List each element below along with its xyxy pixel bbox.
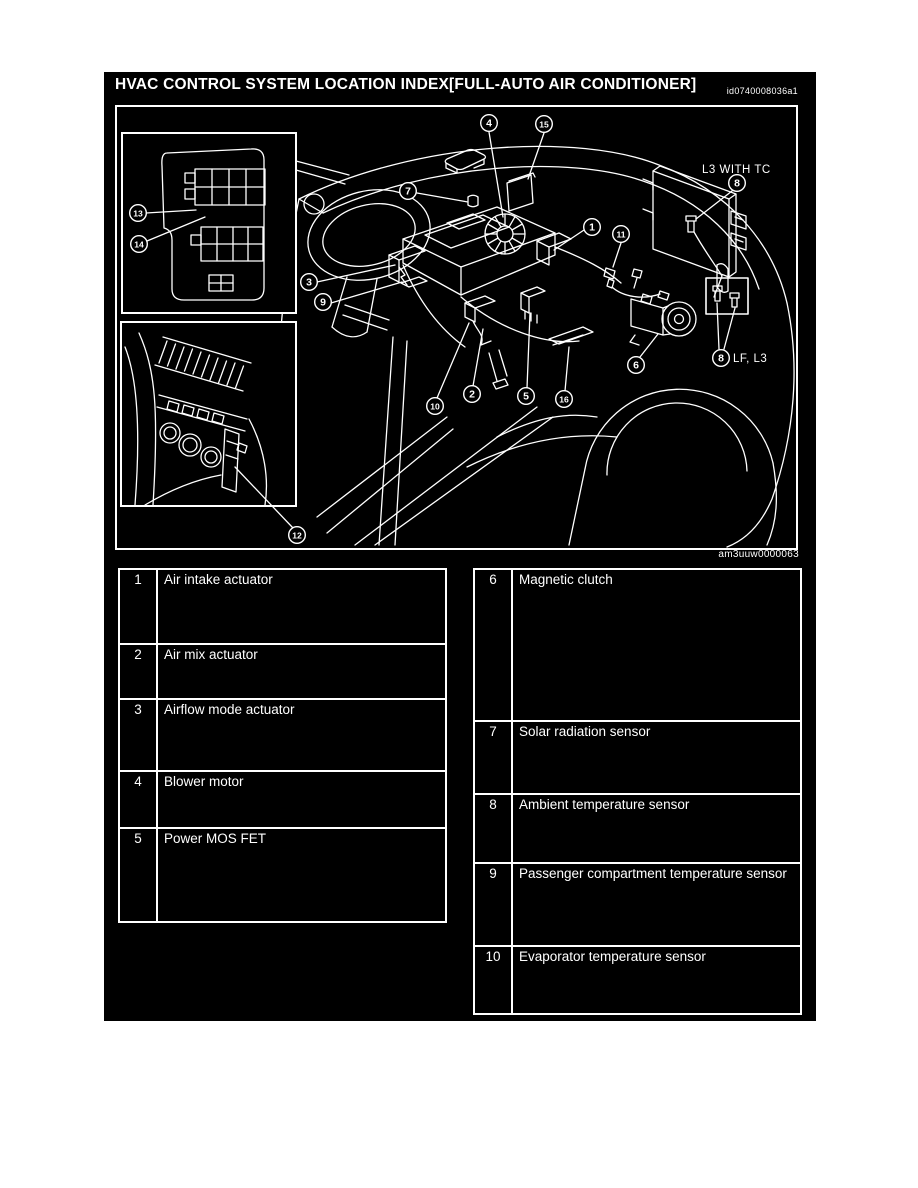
callout-10: 10 bbox=[426, 397, 445, 416]
sensor-glyph-right bbox=[729, 292, 740, 308]
callout-12: 12 bbox=[287, 526, 306, 545]
callout-1: 1 bbox=[583, 217, 602, 236]
component-name: Magnetic clutch bbox=[519, 572, 613, 587]
component-name: Solar radiation sensor bbox=[519, 724, 651, 739]
table-row: 9 Passenger compartment temperature senso… bbox=[475, 862, 800, 945]
table-row: 2 Air mix actuator bbox=[120, 643, 445, 698]
component-name: Power MOS FET bbox=[164, 831, 267, 846]
svg-text:11: 11 bbox=[616, 230, 625, 240]
component-number: 4 bbox=[120, 772, 158, 827]
svg-text:6: 6 bbox=[633, 360, 639, 372]
page-title: HVAC CONTROL SYSTEM LOCATION INDEX[FULL-… bbox=[115, 76, 697, 93]
diagram-label: LF, L3 bbox=[733, 353, 767, 365]
svg-text:10: 10 bbox=[430, 402, 440, 412]
component-number: 5 bbox=[120, 829, 158, 921]
callout-7: 7 bbox=[399, 181, 418, 200]
pressure-sensor-harness bbox=[603, 267, 670, 301]
callout-15: 15 bbox=[535, 114, 554, 134]
table-row: 1 Air intake actuator bbox=[120, 570, 445, 643]
hvac-unit bbox=[388, 206, 622, 390]
dash-top-modules bbox=[444, 148, 536, 212]
callout-11: 11 bbox=[612, 224, 631, 243]
callout-4: 4 bbox=[480, 113, 499, 133]
sensor-detail-box bbox=[705, 277, 749, 350]
component-table-left: 1 Air intake actuator 2 Air mix actuator 3 Ai… bbox=[118, 568, 447, 923]
callout-3: 3 bbox=[299, 272, 318, 291]
callout-8: 8 bbox=[712, 348, 731, 367]
compressor-magnetic-clutch bbox=[629, 293, 697, 358]
component-table-right: 6 Magnetic clutch 7 Solar radiation sensor 8… bbox=[473, 568, 802, 1015]
diagram-label: L3 WITH TC bbox=[702, 164, 771, 176]
svg-text:12: 12 bbox=[292, 531, 302, 541]
doc-id: id0740008036a1 bbox=[726, 86, 798, 96]
svg-text:16: 16 bbox=[559, 395, 569, 405]
svg-text:7: 7 bbox=[405, 186, 411, 198]
hvac-location-index-panel: HVAC CONTROL SYSTEM LOCATION INDEX[FULL-… bbox=[104, 72, 816, 1021]
callout-9: 9 bbox=[313, 292, 332, 311]
callout-5: 5 bbox=[517, 387, 536, 406]
component-number: 9 bbox=[475, 864, 513, 945]
diagram-labels: L3 WITH TC LF, L3 bbox=[702, 164, 771, 365]
ambient-sensor-glyph bbox=[685, 215, 697, 233]
svg-text:1: 1 bbox=[589, 222, 595, 234]
sensor-glyph-left bbox=[712, 285, 723, 302]
svg-text:2: 2 bbox=[469, 389, 475, 401]
table-row: 6 Magnetic clutch bbox=[475, 570, 800, 720]
climate-panel-inset bbox=[124, 332, 294, 529]
component-name: Passenger compartment temperature sensor bbox=[519, 866, 787, 881]
callout-8: 8 bbox=[728, 173, 747, 192]
component-number: 8 bbox=[475, 795, 513, 862]
svg-text:3: 3 bbox=[306, 277, 312, 289]
table-row: 4 Blower motor bbox=[120, 770, 445, 827]
svg-text:14: 14 bbox=[134, 240, 144, 250]
figure-id: am3uuw0000063 bbox=[718, 549, 799, 560]
table-row: 7 Solar radiation sensor bbox=[475, 720, 800, 793]
svg-text:13: 13 bbox=[133, 209, 143, 219]
callout-leaders bbox=[316, 131, 622, 399]
component-name: Air intake actuator bbox=[164, 572, 273, 587]
callout-16: 16 bbox=[555, 390, 574, 409]
component-name: Airflow mode actuator bbox=[164, 702, 295, 717]
callout-14: 14 bbox=[129, 234, 149, 253]
component-name: Air mix actuator bbox=[164, 647, 258, 662]
table-row: 3 Airflow mode actuator bbox=[120, 698, 445, 770]
svg-text:8: 8 bbox=[734, 178, 740, 190]
component-number: 1 bbox=[120, 570, 158, 643]
table-row: 5 Power MOS FET bbox=[120, 827, 445, 921]
table-row: 10 Evaporator temperature sensor bbox=[475, 945, 800, 1013]
component-name: Blower motor bbox=[164, 774, 244, 789]
component-number: 3 bbox=[120, 700, 158, 770]
table-row: 8 Ambient temperature sensor bbox=[475, 793, 800, 862]
component-number: 6 bbox=[475, 570, 513, 720]
svg-text:9: 9 bbox=[320, 297, 326, 309]
callout-13: 13 bbox=[128, 203, 148, 222]
callout-2: 2 bbox=[463, 385, 482, 404]
component-number: 2 bbox=[120, 645, 158, 698]
callout-6: 6 bbox=[627, 355, 646, 374]
condenser-panel bbox=[642, 165, 747, 298]
component-name: Evaporator temperature sensor bbox=[519, 949, 706, 964]
component-name: Ambient temperature sensor bbox=[519, 797, 690, 812]
svg-text:15: 15 bbox=[539, 120, 549, 130]
svg-text:4: 4 bbox=[486, 118, 492, 130]
svg-text:5: 5 bbox=[523, 391, 529, 403]
steering-cluster bbox=[303, 189, 431, 338]
component-number: 7 bbox=[475, 722, 513, 793]
component-number: 10 bbox=[475, 947, 513, 1013]
svg-text:8: 8 bbox=[718, 353, 724, 365]
car-body-outline bbox=[278, 145, 795, 548]
fuse-box-inset bbox=[145, 148, 266, 301]
